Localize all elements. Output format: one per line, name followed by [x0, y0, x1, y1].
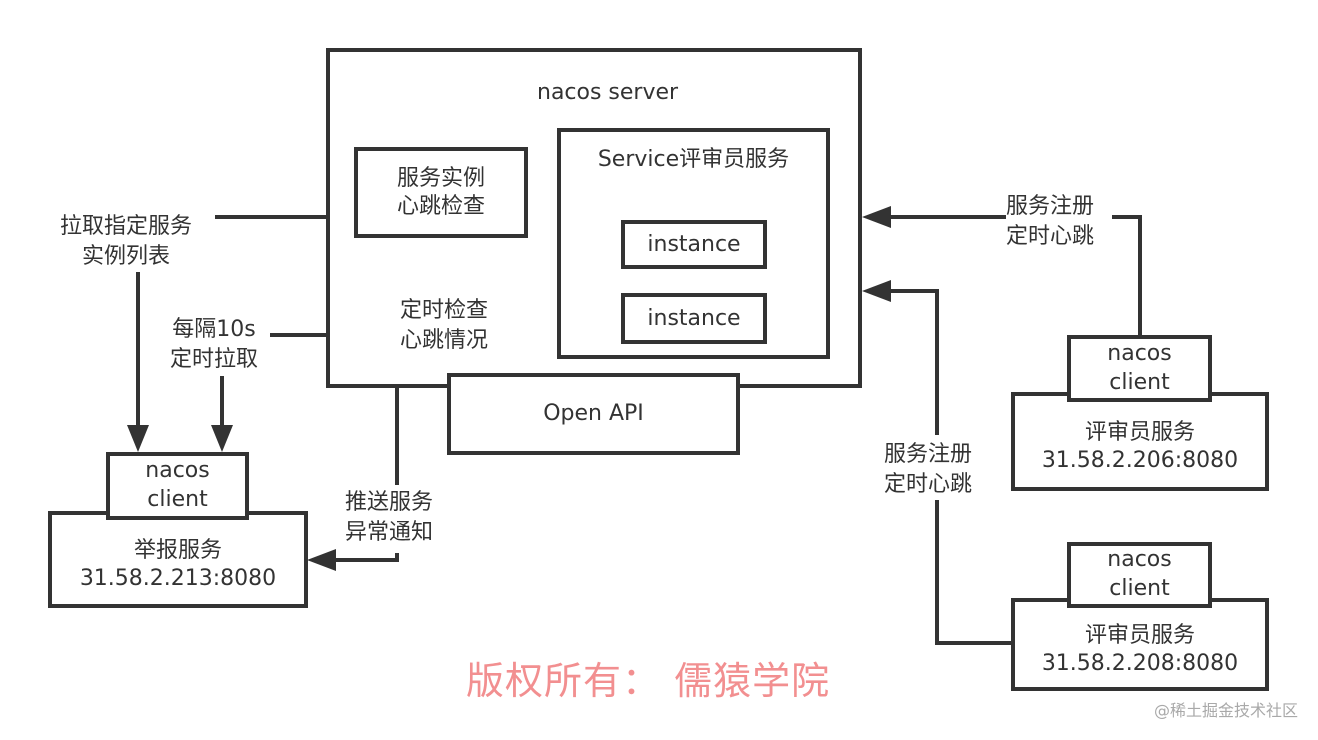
nacos-server-title: nacos server — [537, 80, 679, 105]
heartbeat-check-label: 定时检查 心跳情况 — [400, 296, 489, 356]
arrow-head-pull-list — [127, 425, 149, 452]
reviewer-service-address-2: 31.58.2.208:8080 — [1041, 650, 1239, 676]
instance-label-1: instance — [647, 231, 741, 257]
register-bottom-label: 服务注册 定时心跳 — [884, 440, 973, 500]
arrow-head-register-bottom — [862, 280, 891, 302]
edge-push-notify-h — [335, 553, 399, 562]
right-nacos-client-box-1: nacos client — [1067, 335, 1212, 402]
left-nacos-client-box: nacos client — [106, 452, 249, 520]
reviewer-service-name-1: 评审员服务 — [1084, 420, 1195, 445]
heartbeat-checker-line2: 心跳检查 — [396, 193, 485, 219]
edge-register-top — [1112, 215, 1142, 336]
pull-list-label-line2: 实例列表 — [82, 244, 171, 269]
instance-box-1: instance — [621, 220, 767, 269]
service-title: Service评审员服务 — [597, 147, 790, 172]
right-nacos-client-box-2: nacos client — [1067, 542, 1212, 608]
arrow-head-push-notify — [307, 549, 336, 571]
open-api-box: Open API — [447, 373, 740, 455]
register-top-label-line2: 定时心跳 — [1006, 224, 1095, 249]
left-nacos-client-line1: nacos — [145, 458, 210, 484]
reviewer-service-name-2: 评审员服务 — [1084, 623, 1195, 648]
open-api-label: Open API — [543, 401, 644, 427]
register-bottom-label-line1: 服务注册 — [884, 442, 973, 467]
watermark-text: @稀土掘金技术社区 — [1153, 701, 1298, 720]
reviewer-service-box-1: 评审员服务 31.58.2.206:8080 — [1011, 392, 1269, 491]
reviewer-service-box-2: 评审员服务 31.58.2.208:8080 — [1011, 598, 1269, 691]
register-top-label-line1: 服务注册 — [1006, 194, 1095, 219]
pull-interval-label-line2: 定时拉取 — [170, 347, 259, 372]
copyright-text: 版权所有： 儒猿学院 — [466, 659, 831, 703]
push-notify-label-line2: 异常通知 — [345, 520, 434, 545]
right-nacos-client-2-line1: nacos — [1107, 547, 1172, 573]
heartbeat-checker-box: 服务实例 心跳检查 — [354, 147, 528, 238]
register-top-label: 服务注册 定时心跳 — [1006, 192, 1095, 252]
heartbeat-check-label-line1: 定时检查 — [400, 298, 489, 323]
pull-interval-label: 每隔10s 定时拉取 — [170, 315, 259, 375]
right-nacos-client-1-line1: nacos — [1107, 340, 1172, 366]
report-service-name: 举报服务 — [133, 538, 222, 563]
arrow-head-register-top — [862, 206, 891, 228]
reviewer-service-address-1: 31.58.2.206:8080 — [1041, 447, 1239, 473]
report-service-address: 31.58.2.213:8080 — [79, 565, 277, 591]
pull-interval-label-line1: 每隔10s — [172, 317, 256, 342]
arrow-head-pull-interval — [211, 425, 233, 452]
left-nacos-client-line2: client — [147, 487, 208, 512]
heartbeat-checker-line1: 服务实例 — [396, 166, 485, 191]
edge-register-bottom-up — [890, 289, 939, 435]
report-service-box: 举报服务 31.58.2.213:8080 — [48, 511, 308, 608]
push-notify-label: 推送服务 异常通知 — [345, 488, 434, 548]
edge-register-bottom — [935, 500, 1012, 645]
pull-list-label-line1: 拉取指定服务 — [60, 214, 193, 239]
push-notify-label-line1: 推送服务 — [345, 490, 434, 515]
pull-list-label: 拉取指定服务 实例列表 — [60, 212, 193, 272]
right-nacos-client-1-line2: client — [1109, 369, 1170, 395]
instance-label-2: instance — [647, 305, 741, 331]
heartbeat-check-label-line2: 心跳情况 — [400, 328, 489, 353]
register-bottom-label-line2: 定时心跳 — [884, 472, 973, 497]
instance-box-2: instance — [621, 293, 767, 344]
right-nacos-client-2-line2: client — [1109, 576, 1170, 601]
